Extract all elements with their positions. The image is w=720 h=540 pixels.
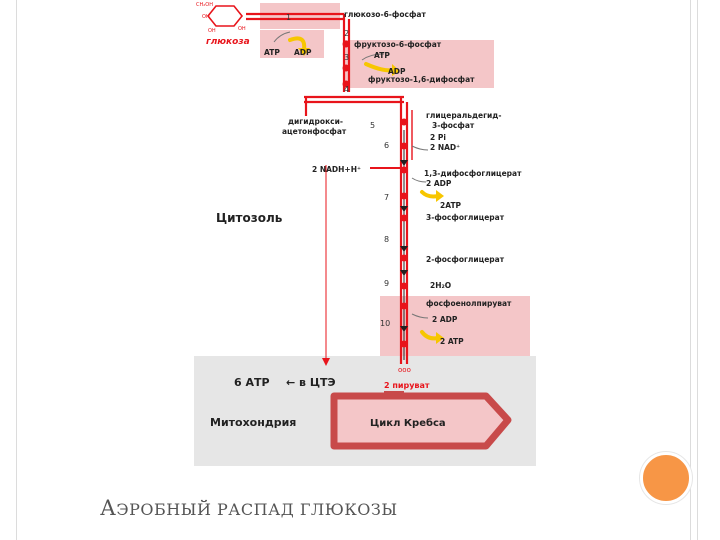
label-pg3: 3-фосфоглицерат — [426, 213, 505, 222]
label-adp1: ADP — [294, 48, 312, 57]
gray-arrow-1 — [273, 31, 291, 43]
step-number-4: 4 — [344, 85, 349, 94]
label-g3p-1: глицеральдегид- — [426, 111, 501, 120]
highlight-box-atp1 — [260, 30, 324, 58]
label-bpg: 1,3-дифосфоглицерат — [424, 169, 522, 178]
step-number-3: 3 — [344, 53, 349, 62]
label-pg2: 2-фосфоглицерат — [426, 255, 505, 264]
slide-title-first-letter: А — [100, 496, 117, 520]
label-pi: 2 Pi — [430, 133, 446, 142]
pathway-dot — [342, 64, 350, 72]
label-cytosol: Цитозоль — [216, 211, 283, 225]
step-number-7: 7 — [384, 193, 389, 202]
pathway-dot — [400, 340, 408, 348]
arrow-tick — [400, 246, 408, 252]
label-atp3: 2ATP — [440, 201, 462, 210]
yellow-arrowhead-3 — [436, 190, 444, 202]
step-number-2: 2 — [344, 29, 349, 38]
pyruvate-dots: ooo — [398, 366, 411, 374]
label-adp3: 2 ADP — [426, 179, 452, 188]
svg-text:OH: OH — [202, 14, 210, 20]
yellow-arrow-3 — [420, 190, 440, 199]
label-f16bp: фруктозо-1,6-дифосфат — [368, 75, 475, 84]
step-number-6: 6 — [384, 141, 389, 150]
yellow-arrowhead-1 — [298, 48, 310, 56]
step-number-10: 10 — [380, 319, 390, 328]
label-nadh: 2 NADH+H⁺ — [312, 165, 361, 174]
gray-arrow-2 — [361, 53, 385, 61]
label-g3p-2: 3-фосфат — [432, 121, 475, 130]
glucose-ring-icon: CH₂OH OH OH OH — [196, 2, 246, 34]
arrowhead-to-cte — [322, 358, 330, 366]
slide-title-rest: эробный распад глюкозы — [116, 500, 398, 519]
label-mitochondria: Митохондрия — [210, 416, 296, 429]
step-number-5: 5 — [370, 121, 375, 130]
label-h2o: 2H₂O — [430, 281, 451, 290]
frame-line-right-1 — [690, 0, 691, 540]
arrow-tick — [400, 270, 408, 276]
label-krebs: Цикл Кребса — [370, 417, 446, 429]
label-pyruvate: 2 пируват — [384, 381, 430, 390]
label-pep: фосфоенолпируват — [426, 299, 512, 308]
arrow-tick — [400, 206, 408, 212]
svg-text:CH₂OH: CH₂OH — [196, 2, 213, 8]
label-f6p: фруктозо-6-фосфат — [354, 40, 442, 49]
pathway-dot — [400, 192, 408, 200]
pathway-dot — [400, 254, 408, 262]
arrow-tick — [400, 160, 408, 166]
gray-arrow-5 — [411, 313, 429, 319]
glucose-label: глюкоза — [206, 37, 250, 47]
yellow-arrowhead-2 — [392, 64, 400, 76]
pathway-dot — [400, 214, 408, 222]
label-g6p: глюкозо-6-фосфат — [344, 10, 426, 19]
frame-line-right-2 — [697, 0, 698, 540]
step-number-9: 9 — [384, 279, 389, 288]
pathway-dot — [400, 118, 408, 126]
pathway-dot — [342, 40, 350, 48]
label-nad: 2 NAD⁺ — [430, 143, 460, 152]
label-atp-cte: 6 АТР — [234, 376, 270, 389]
pathway-dot — [400, 142, 408, 150]
step-number-1: 1 — [286, 13, 291, 22]
krebs-cycle-shape — [330, 392, 512, 450]
pathway-dot — [342, 80, 350, 88]
label-adp2: ADP — [388, 67, 406, 76]
frame-line-left — [16, 0, 17, 540]
label-to-cte: ← в ЦТЭ — [286, 376, 336, 389]
step-number-8: 8 — [384, 235, 389, 244]
yellow-arrow-1 — [288, 36, 307, 52]
glycolysis-diagram: CH₂OH OH OH OH глюкоза — [194, 0, 536, 466]
arrow-tick — [400, 326, 408, 332]
svg-text:OH: OH — [208, 28, 216, 34]
label-atp1: ATP — [264, 48, 280, 57]
label-atp2: ATP — [374, 51, 390, 60]
yellow-arrowhead-4 — [436, 332, 444, 344]
pathway-dot — [400, 166, 408, 174]
label-dhap-2: ацетонфосфат — [282, 127, 347, 136]
gray-arrow-4 — [411, 177, 427, 183]
pathway-dot — [400, 282, 408, 290]
orange-accent-circle — [640, 452, 692, 504]
pathway-dot — [400, 302, 408, 310]
label-atp4: 2 ATP — [440, 337, 464, 346]
label-dhap-1: дигидрокси- — [288, 117, 343, 126]
label-adp4: 2 ADP — [432, 315, 458, 324]
gray-arrow-3 — [411, 145, 429, 151]
svg-text:OH: OH — [238, 26, 246, 32]
slide-title: Аэробный распад глюкозы — [100, 496, 398, 520]
glycolysis-svg: CH₂OH OH OH OH глюкоза — [194, 2, 536, 466]
highlight-box-g6p — [260, 3, 340, 29]
